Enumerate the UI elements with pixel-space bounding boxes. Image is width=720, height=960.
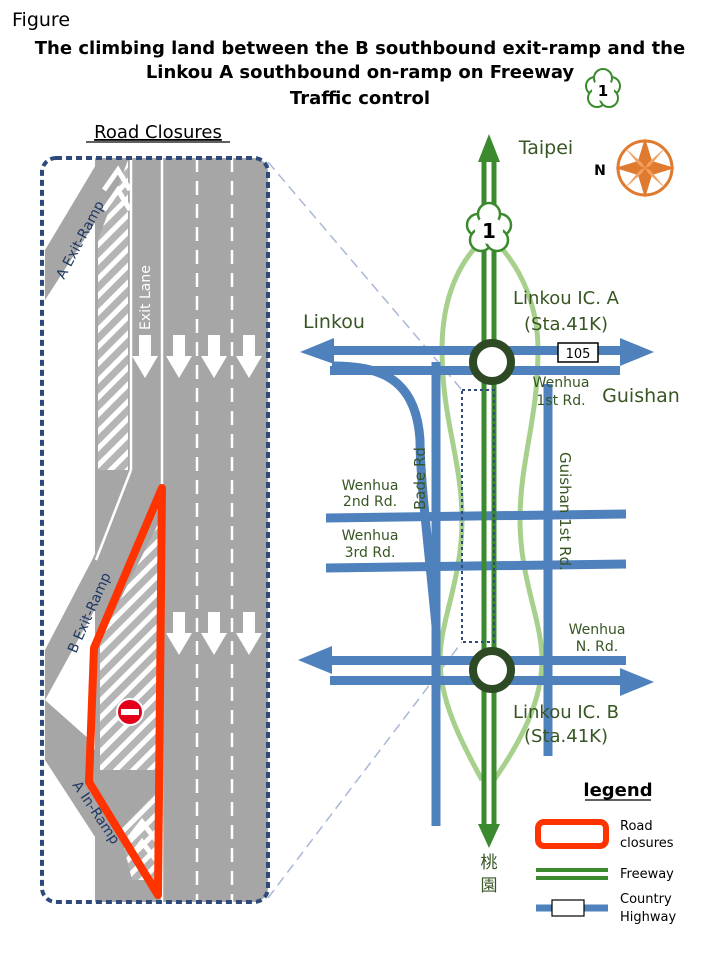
exit-lane-label: Exit Lane (138, 265, 154, 330)
wenhua-1st-line-1: Wenhua (533, 375, 590, 391)
taipei-label: Taipei (518, 137, 573, 159)
main-lanes (130, 158, 268, 902)
figure-label: Figure (12, 9, 70, 31)
exit-lane-diverge-line (94, 469, 133, 561)
legend-closure-line-1: Road (620, 819, 653, 834)
interchange-map: 105 1 N Taipei Linkou Linkou IC. A (298, 134, 680, 896)
lane-arrows-row-2 (166, 612, 262, 655)
title-line-3: Traffic control (290, 88, 430, 109)
wenhua-3rd-line-2: 3rd Rd. (345, 545, 396, 561)
legend-closure-swatch (535, 819, 609, 849)
down-arrow-icon (236, 335, 262, 378)
gore-chevron-1 (101, 165, 133, 192)
legend-title: legend (583, 780, 652, 801)
guishan-label: Guishan (602, 385, 680, 407)
linkou-label: Linkou (303, 311, 365, 333)
road-closures-heading: Road Closures (94, 122, 222, 143)
wenhua-n-line-1: Wenhua (569, 622, 626, 638)
wenhua-n-line-2: N. Rd. (576, 639, 618, 655)
down-arrow-icon (201, 612, 227, 655)
header: Figure The climbing land between the B s… (12, 9, 685, 109)
down-arrow-icon (166, 612, 192, 655)
panel-dotted-border (40, 156, 270, 904)
gore-chevron-2 (101, 185, 133, 212)
linkou-ic-a-line-1: Linkou IC. A (513, 288, 620, 309)
north-label: N (594, 163, 606, 179)
north-arrow-head (478, 134, 500, 162)
down-arrow-icon (201, 335, 227, 378)
zoom-line-top (267, 161, 463, 391)
gore-chevron-3 (126, 817, 158, 842)
linkou-ic-a-line-2: (Sta.41K) (524, 314, 608, 335)
taoyuan-char-2: 園 (481, 876, 498, 896)
freeway-line (478, 134, 500, 848)
wenhua-1st-line-2: 1st Rd. (536, 393, 585, 409)
wenhua-3rd-road (325, 559, 627, 573)
title-line-2: Linkou A southbound on-ramp on Freeway (146, 62, 575, 83)
lane-arrows-row-1 (132, 335, 262, 378)
freeway-shield-icon: 1 (465, 201, 513, 253)
no-entry-icon (116, 698, 144, 726)
interchange-b-node (469, 647, 515, 693)
taoyuan-char-1: 桃 (481, 853, 498, 873)
down-arrow-icon (236, 612, 262, 655)
linkou-ic-b-line-1: Linkou IC. B (513, 702, 619, 723)
road-closures-panel: Road Closures (40, 122, 270, 904)
wenhua-2nd-line-2: 2nd Rd. (343, 494, 397, 510)
country-highways (325, 361, 627, 826)
a-exit-ramp-road (45, 158, 125, 300)
interchange-a-node (469, 339, 515, 385)
freeway-badge-number: 1 (598, 82, 608, 100)
legend-freeway-label: Freeway (620, 867, 674, 882)
route-105-box (557, 342, 599, 363)
road-closure-outline (85, 484, 166, 899)
wenhua-2nd-road (325, 509, 627, 523)
linkou-ic-b-line-2: (Sta.41K) (524, 726, 608, 747)
b-exit-ramp-road (45, 480, 132, 700)
zoom-region (461, 389, 495, 643)
legend-highway-line-1: Country (620, 892, 672, 907)
bade-rd-label: Bade Rd (411, 447, 429, 510)
route-105-label: 105 (566, 347, 591, 362)
compass-icon (615, 138, 675, 198)
down-arrow-icon (132, 335, 158, 378)
wenhua-2nd-line-1: Wenhua (342, 478, 399, 494)
freeway-badge-icon: 1 (585, 68, 621, 108)
panel-content: A Exit-Ramp Exit Lane B Exit-Ramp A In-R… (45, 158, 268, 902)
legend: legend Road closures Freeway Country Hig… (535, 780, 676, 925)
legend-closure-line-2: closures (620, 836, 674, 851)
wenhua-3rd-line-1: Wenhua (342, 528, 399, 544)
freeway-shield-number: 1 (482, 219, 496, 243)
title-line-1: The climbing land between the B southbou… (35, 38, 685, 59)
gore-area-middle (100, 520, 160, 770)
gore-area-top (98, 160, 128, 470)
zoom-line-bottom (267, 641, 463, 899)
guishan-1st-rd-label: Guishan 1st Rd. (556, 452, 574, 571)
legend-highway-line-2: Highway (620, 910, 676, 925)
down-arrow-icon (166, 335, 192, 378)
south-arrow-head (478, 824, 500, 848)
